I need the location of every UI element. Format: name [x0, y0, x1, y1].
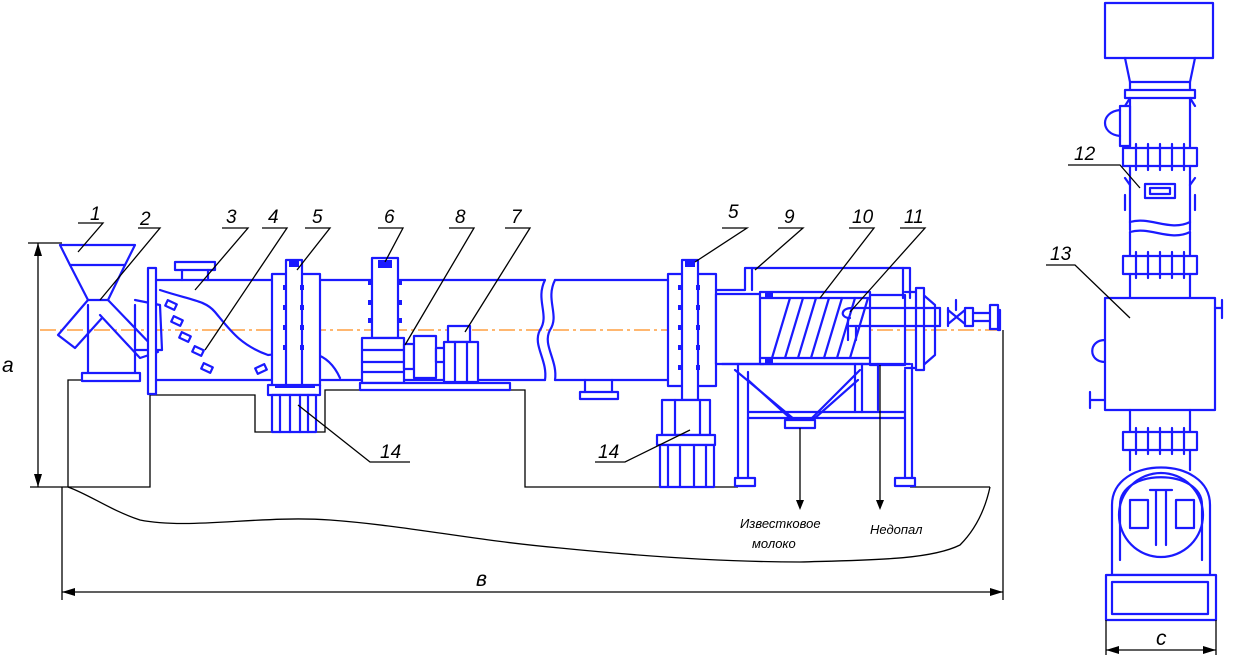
output-arrows: [796, 365, 884, 510]
callout-2: 2: [139, 209, 151, 230]
callout-8: 8: [455, 207, 466, 228]
callout-10: 10: [852, 207, 874, 228]
callout-1: 1: [90, 204, 101, 225]
callout-9: 9: [784, 207, 795, 228]
callout-3: 3: [226, 207, 237, 228]
separator: [714, 266, 1002, 488]
callout-14b: 14: [598, 442, 619, 463]
support-roller-left: [266, 383, 322, 434]
callout-14a: 14: [380, 442, 401, 463]
tyre-left: [270, 258, 322, 402]
dimension-height: [28, 242, 62, 487]
callout-leaders: [77, 164, 1141, 463]
lifter-blades: [164, 299, 268, 375]
support-roller-right: [655, 398, 717, 489]
drive-unit: [358, 256, 512, 392]
lime-milk-label-2: молоко: [752, 536, 796, 551]
callout-6: 6: [384, 207, 395, 228]
callout-11: 11: [904, 207, 924, 228]
slaking-drum: [146, 260, 670, 401]
callout-13: 13: [1050, 244, 1072, 265]
foundation: [30, 379, 991, 563]
callout-4: 4: [268, 207, 279, 228]
callout-5a: 5: [312, 207, 323, 228]
side-view: [1088, 1, 1224, 622]
callout-12: 12: [1074, 144, 1096, 165]
lime-milk-label: Известковое: [740, 516, 821, 531]
callout-5b: 5: [728, 202, 739, 223]
underburn-label: Недопал: [870, 522, 923, 537]
tyre-right: [666, 258, 718, 402]
dimension-width: [1105, 620, 1217, 655]
dimension-length: [61, 330, 1004, 600]
dimension-height-label: а: [2, 354, 14, 377]
dimension-length-label: в: [476, 568, 487, 591]
callout-7: 7: [511, 207, 523, 228]
loading-hopper: [56, 243, 164, 383]
dimension-width-label: с: [1156, 627, 1167, 650]
